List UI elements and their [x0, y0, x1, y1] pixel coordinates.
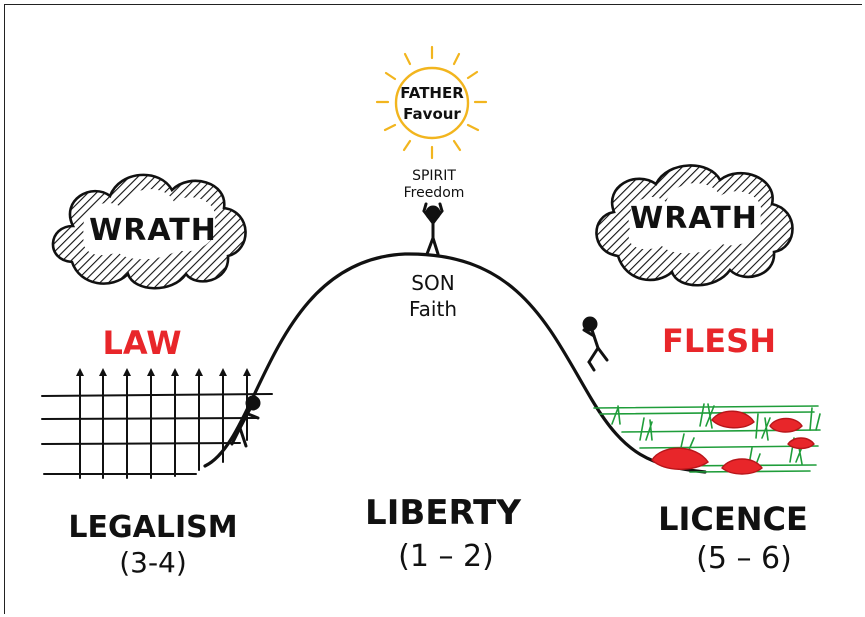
legalism-title: LEGALISM — [68, 510, 237, 545]
summit-label-freedom: Freedom — [404, 185, 465, 201]
summit-label-spirit: SPIRIT — [412, 168, 456, 184]
sun-disc — [394, 66, 470, 140]
cloud-left: WRATH — [51, 173, 247, 290]
sun-rays — [375, 45, 488, 160]
liberty-title: LIBERTY — [365, 493, 521, 533]
swamp-blobs — [651, 410, 815, 475]
law-heading: LAW — [102, 324, 181, 362]
stick-figure-summit — [422, 202, 444, 256]
hill-label-son: SON — [411, 271, 454, 295]
legalism-range: (3-4) — [119, 546, 187, 579]
stick-figure-slope — [582, 316, 609, 372]
licence-title: LICENCE — [658, 500, 808, 538]
hill-curve — [203, 252, 707, 474]
cloud-right: WRATH — [595, 164, 794, 287]
flesh-heading: FLESH — [662, 322, 776, 360]
liberty-range: (1 – 2) — [398, 539, 494, 574]
cloud-right-label: WRATH — [630, 201, 758, 236]
hill-label-faith: Faith — [409, 297, 457, 321]
cloud-left-label: WRATH — [89, 213, 217, 248]
sun: FATHER Favour — [375, 45, 488, 160]
fence-arrowheads — [76, 368, 251, 376]
stick-figure-fence — [230, 395, 261, 448]
sun-label-favour: Favour — [403, 105, 461, 123]
frame-border — [4, 4, 862, 614]
sun-label-father: FATHER — [400, 84, 464, 102]
licence-range: (5 – 6) — [696, 541, 792, 576]
